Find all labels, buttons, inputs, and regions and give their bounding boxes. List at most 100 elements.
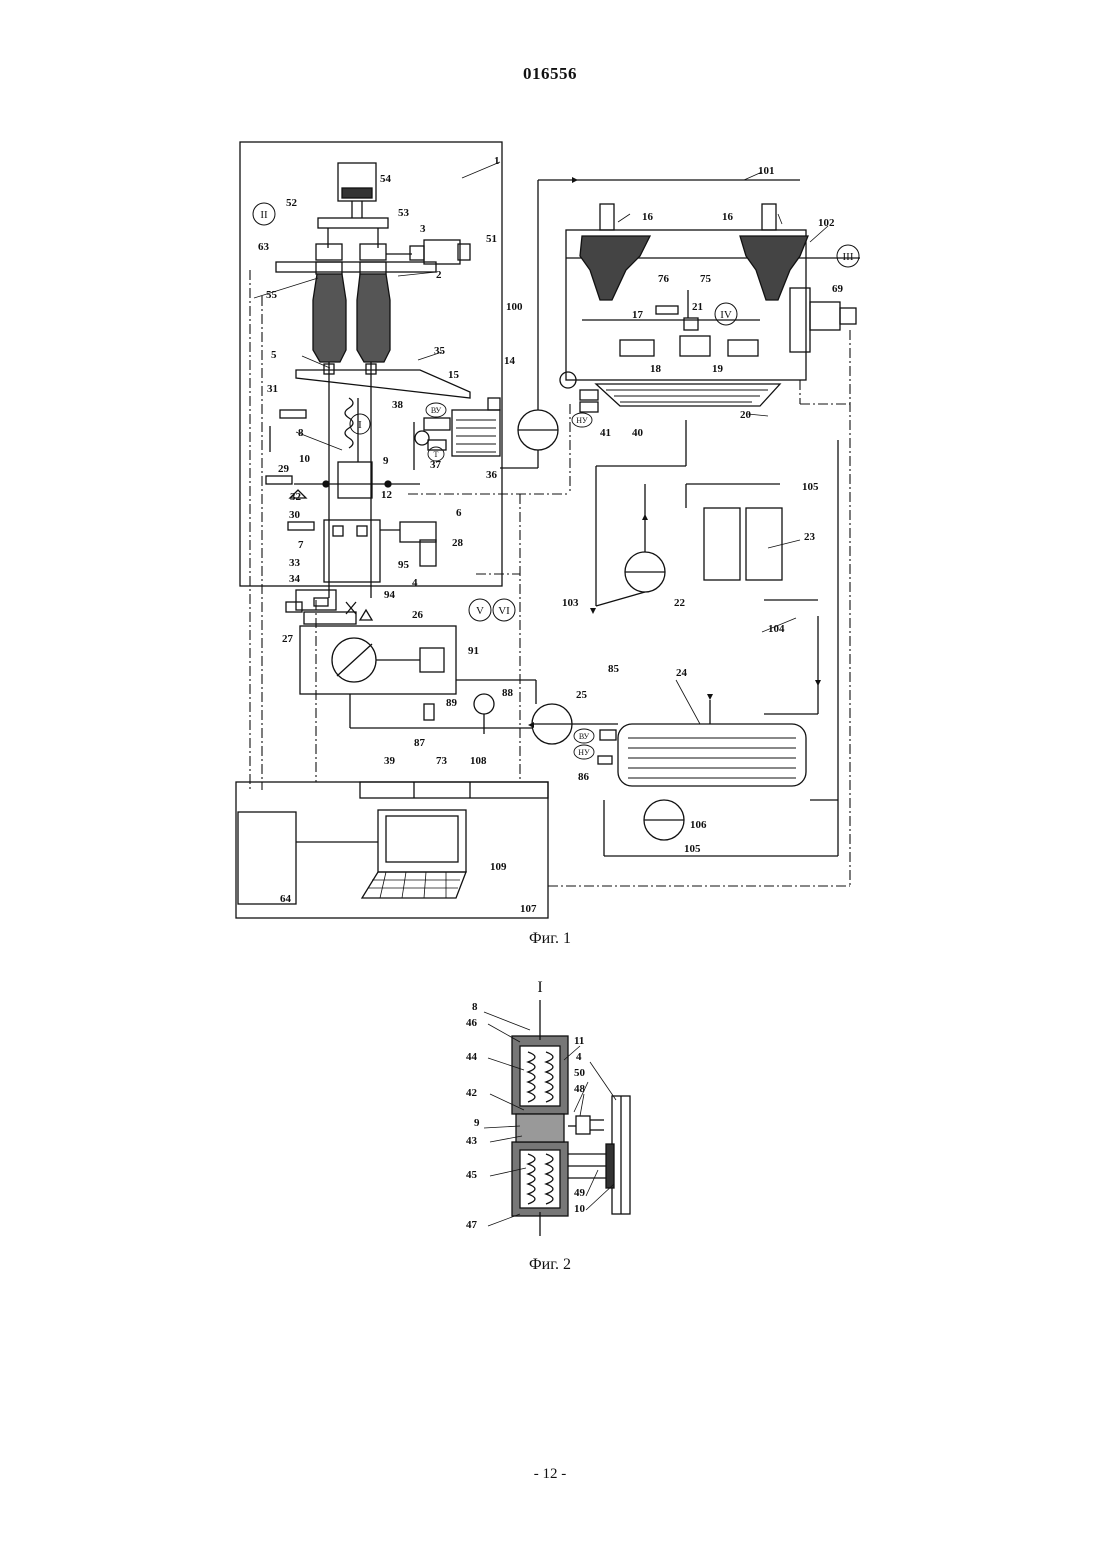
callout-16-right: 16 (722, 211, 734, 223)
callout-16-left: 16 (642, 211, 654, 223)
callout-32: 32 (290, 491, 302, 503)
mark-vu-upper: ВУ (431, 406, 442, 415)
fig2-callout-49: 49 (574, 1187, 586, 1199)
callout-19: 19 (712, 363, 724, 375)
roman-marker-V: V (476, 605, 484, 617)
callout-86: 86 (578, 771, 590, 783)
callout-100: 100 (506, 301, 523, 313)
callout-26: 26 (412, 609, 424, 621)
callout-88: 88 (502, 687, 514, 699)
callout-104: 104 (768, 623, 785, 635)
callout-4: 4 (412, 577, 418, 589)
callout-23: 23 (804, 531, 816, 543)
callout-91: 91 (468, 645, 479, 657)
callout-53: 53 (398, 207, 410, 219)
roman-marker-II: II (260, 209, 268, 221)
callout-89: 89 (446, 697, 458, 709)
page-number: - 12 - (0, 1466, 1100, 1483)
callout-34: 34 (289, 573, 301, 585)
fig2-callout-42: 42 (466, 1087, 478, 1099)
figure-1-caption: Фиг. 1 (0, 930, 1100, 948)
callout-24: 24 (676, 667, 688, 679)
callout-36: 36 (486, 469, 498, 481)
callout-38: 38 (392, 399, 404, 411)
callout-3: 3 (420, 223, 426, 235)
callout-35: 35 (434, 345, 446, 357)
callout-102: 102 (818, 217, 835, 229)
callout-108: 108 (470, 755, 487, 767)
callout-63: 63 (258, 241, 270, 253)
mark-t: Т (434, 450, 439, 459)
callout-17: 17 (632, 309, 644, 321)
callout-29: 29 (278, 463, 290, 475)
callout-10: 10 (299, 453, 311, 465)
figure-2-diagram: I 8 46 44 42 9 43 45 47 11 4 50 48 49 10 (0, 970, 1100, 1250)
callout-12: 12 (381, 489, 393, 501)
callout-40: 40 (632, 427, 644, 439)
callout-54: 54 (380, 173, 392, 185)
callout-85: 85 (608, 663, 620, 675)
fig2-callout-43: 43 (466, 1135, 478, 1147)
callout-106: 106 (690, 819, 707, 831)
callout-25: 25 (576, 689, 588, 701)
fig2-callout-50: 50 (574, 1067, 586, 1079)
callout-8: 8 (298, 427, 304, 439)
callout-75: 75 (700, 273, 712, 285)
callout-18: 18 (650, 363, 662, 375)
callout-105-upper: 105 (802, 481, 819, 493)
callout-15: 15 (448, 369, 460, 381)
fig2-callout-47: 47 (466, 1219, 478, 1231)
callout-20: 20 (740, 409, 752, 421)
callout-14: 14 (504, 355, 516, 367)
callout-103: 103 (562, 597, 579, 609)
figure-2-view-label: I (537, 979, 542, 996)
callout-105-lower: 105 (684, 843, 701, 855)
callout-39: 39 (384, 755, 396, 767)
callout-87: 87 (414, 737, 426, 749)
fig2-callout-45: 45 (466, 1169, 478, 1181)
callout-55: 55 (266, 289, 278, 301)
figure-1-diagram: 1 2 3 4 5 6 7 8 9 10 12 14 15 16 16 17 1… (0, 0, 1100, 930)
mark-nu-lower: НУ (578, 748, 590, 757)
callout-101: 101 (758, 165, 775, 177)
callout-28: 28 (452, 537, 464, 549)
callout-22: 22 (674, 597, 686, 609)
roman-marker-I: I (358, 419, 362, 431)
callout-52: 52 (286, 197, 298, 209)
figure-2-caption: Фиг. 2 (0, 1256, 1100, 1274)
fig2-callout-11: 11 (574, 1035, 584, 1047)
fig2-callout-44: 44 (466, 1051, 478, 1063)
callout-95: 95 (398, 559, 410, 571)
fig2-callout-8: 8 (472, 1001, 478, 1013)
callout-69: 69 (832, 283, 844, 295)
callout-51: 51 (486, 233, 497, 245)
roman-marker-VI: VI (498, 605, 510, 617)
callout-21: 21 (692, 301, 703, 313)
callout-109: 109 (490, 861, 507, 873)
callout-33: 33 (289, 557, 301, 569)
mark-vu-lower: ВУ (579, 732, 590, 741)
roman-marker-IV: IV (720, 309, 732, 321)
mark-nu-upper: НУ (576, 416, 588, 425)
roman-marker-III: III (843, 251, 854, 263)
fig2-callout-48: 48 (574, 1083, 586, 1095)
fig2-callout-10: 10 (574, 1203, 586, 1215)
callout-94: 94 (384, 589, 396, 601)
callout-73: 73 (436, 755, 448, 767)
callout-31: 31 (267, 383, 278, 395)
callout-7: 7 (298, 539, 304, 551)
callout-9: 9 (383, 455, 389, 467)
callout-64: 64 (280, 893, 292, 905)
callout-30: 30 (289, 509, 301, 521)
fig2-callout-46: 46 (466, 1017, 478, 1029)
callout-107: 107 (520, 903, 537, 915)
callout-27: 27 (282, 633, 294, 645)
callout-1: 1 (494, 155, 500, 167)
callout-2: 2 (436, 269, 442, 281)
callout-5: 5 (271, 349, 277, 361)
fig2-callout-4: 4 (576, 1051, 582, 1063)
callout-41: 41 (600, 427, 611, 439)
callout-6: 6 (456, 507, 462, 519)
fig2-callout-9: 9 (474, 1117, 480, 1129)
callout-76: 76 (658, 273, 670, 285)
